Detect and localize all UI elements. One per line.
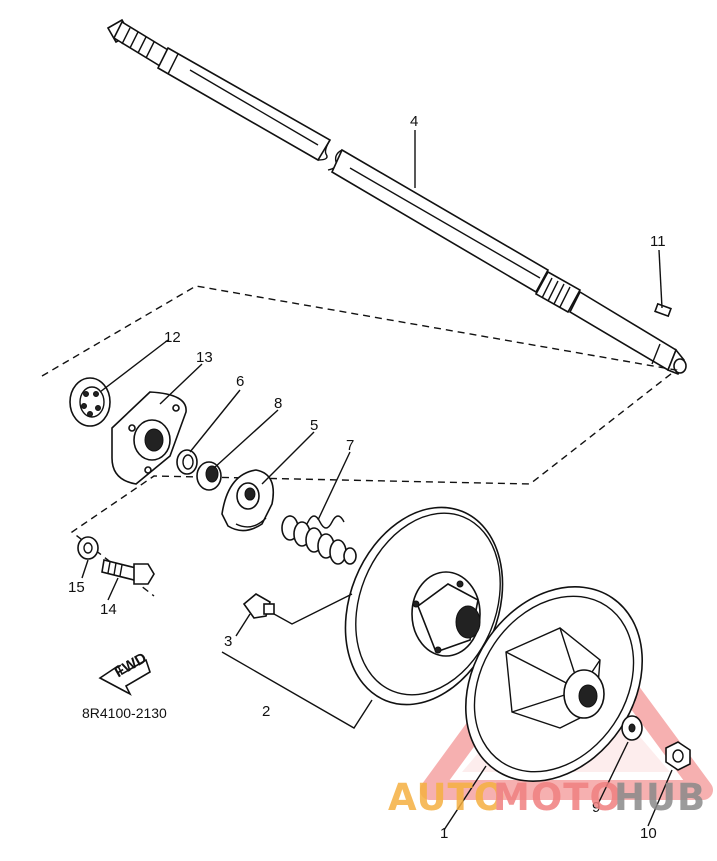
watermark-logo: AUTO MOTO HUB xyxy=(388,776,706,819)
fixed-sheave-part-1 xyxy=(464,586,644,782)
drawing-code: 8R4100-2130 xyxy=(82,705,167,721)
callout-13: 13 xyxy=(196,349,213,366)
callout-numbers: 1 2 3 4 5 6 7 8 9 10 11 12 13 14 15 xyxy=(68,113,666,842)
bolt-part-14 xyxy=(101,559,155,585)
callout-1: 1 xyxy=(440,825,448,842)
shaft-part-4 xyxy=(106,18,687,376)
collar-part-8 xyxy=(196,461,222,491)
housing-plate-part-13 xyxy=(111,391,187,485)
bearing-part-12 xyxy=(69,377,111,427)
callout-5: 5 xyxy=(310,417,318,434)
watermark-part-a: AUTO xyxy=(388,776,506,819)
callout-11: 11 xyxy=(650,233,666,250)
callout-10: 10 xyxy=(640,825,657,842)
callout-12: 12 xyxy=(164,329,181,346)
washer-part-15 xyxy=(77,536,99,560)
leader-lines xyxy=(81,130,673,831)
movable-sheave-part-2 xyxy=(344,506,504,706)
callout-8: 8 xyxy=(274,395,282,412)
assembly-outline xyxy=(41,285,678,597)
key-part-11 xyxy=(654,302,672,318)
cam-part-5 xyxy=(221,469,275,532)
nut-part-10 xyxy=(665,741,691,771)
callout-7: 7 xyxy=(346,437,354,454)
callout-14: 14 xyxy=(100,601,117,618)
slider-part-3 xyxy=(242,593,275,619)
callout-3: 3 xyxy=(224,633,232,650)
callout-9: 9 xyxy=(592,799,600,816)
washer-part-9 xyxy=(621,715,643,741)
spring-part-7 xyxy=(281,515,357,565)
forward-arrow-icon: FWD xyxy=(98,649,151,696)
watermark-part-c: HUB xyxy=(614,776,706,819)
circlip-part-6 xyxy=(176,449,198,475)
callout-6: 6 xyxy=(236,373,244,390)
callout-4: 4 xyxy=(410,113,418,130)
watermark-part-b: MOTO xyxy=(493,776,622,819)
callout-15: 15 xyxy=(68,579,85,596)
callout-2: 2 xyxy=(262,703,270,720)
